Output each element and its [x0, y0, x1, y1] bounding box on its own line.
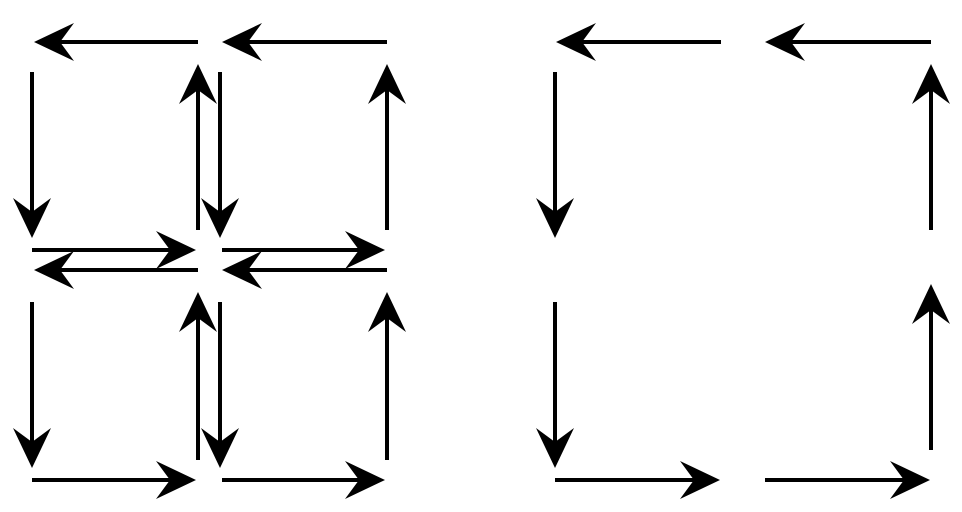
arrow-a2-top-left: [556, 23, 721, 61]
arrow-a1-bottom-right: [222, 461, 385, 499]
arrow-a1-middle-right-right: [222, 231, 385, 269]
arrow-head: [156, 231, 196, 269]
arrow-head: [345, 231, 385, 269]
arrow-head: [34, 23, 74, 61]
arrow-a1-middle-upper-down: [201, 72, 239, 238]
arrow-a2-right-upper: [912, 64, 950, 230]
arrow-a2-top-right: [765, 23, 931, 61]
arrow-a1-left-upper: [13, 72, 51, 238]
arrow-a1-middle-lower-up: [179, 292, 217, 460]
arrow-a1-middle-upper-up: [179, 64, 217, 230]
right-panel-boundary-loop: [536, 23, 950, 499]
arrow-head: [156, 461, 196, 499]
arrow-head: [912, 284, 950, 324]
arrow-head: [912, 64, 950, 104]
arrow-a2-left-upper: [536, 72, 574, 238]
arrow-head: [179, 64, 217, 104]
arrow-a1-middle-right-left: [222, 251, 387, 289]
arrow-a2-bottom-left: [555, 461, 720, 499]
arrow-a2-right-lower: [912, 284, 950, 450]
arrow-a1-right-lower: [368, 292, 406, 460]
arrow-a2-bottom-right: [765, 461, 930, 499]
arrow-head: [13, 198, 51, 238]
arrow-head: [765, 23, 805, 61]
arrow-head: [201, 198, 239, 238]
arrow-a1-middle-lower-down: [201, 302, 239, 468]
arrow-head: [536, 428, 574, 468]
arrow-a1-bottom-left: [32, 461, 196, 499]
arrow-a2-left-lower: [536, 302, 574, 468]
arrow-head: [368, 292, 406, 332]
arrow-head: [680, 461, 720, 499]
arrow-head: [34, 251, 74, 289]
arrow-head: [368, 64, 406, 104]
left-panel-double-square-grid: [13, 23, 406, 499]
arrow-a1-top-left: [34, 23, 198, 61]
arrow-head: [222, 251, 262, 289]
arrow-head: [201, 428, 239, 468]
arrow-a1-middle-left-right: [32, 231, 196, 269]
arrow-a1-top-right: [222, 23, 387, 61]
arrow-head: [345, 461, 385, 499]
arrow-a1-middle-left-left: [34, 251, 198, 289]
arrow-head: [536, 198, 574, 238]
arrow-head: [179, 292, 217, 332]
arrow-head: [556, 23, 596, 61]
arrow-a1-left-lower: [13, 302, 51, 468]
arrow-head: [13, 428, 51, 468]
arrow-head: [890, 461, 930, 499]
arrow-head: [222, 23, 262, 61]
arrow-a1-right-upper: [368, 64, 406, 230]
